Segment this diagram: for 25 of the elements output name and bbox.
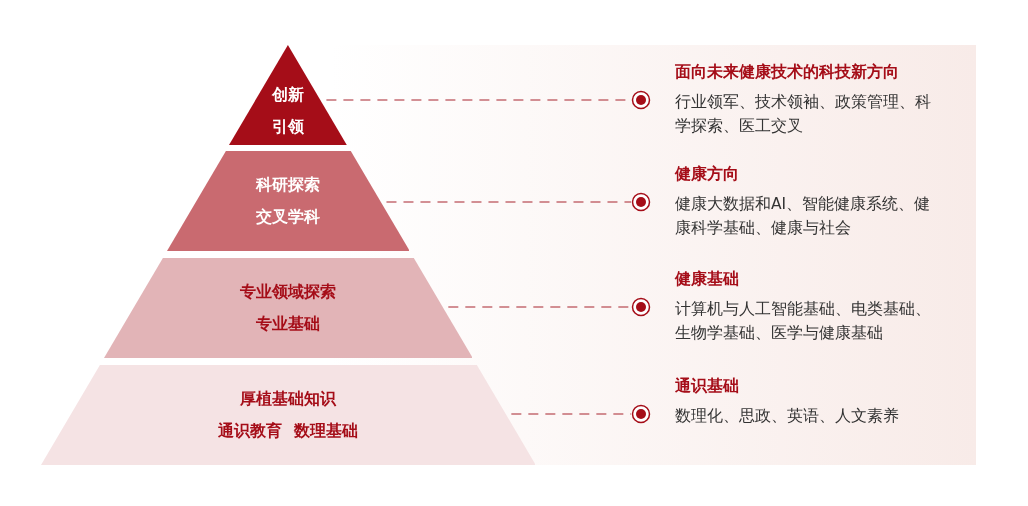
tier-label: 创新 (271, 85, 305, 105)
pyramid-tier (40, 365, 536, 465)
pyramid-tier (229, 45, 347, 145)
tier-label: 专业领域探索 (239, 282, 337, 302)
tier-label: 专业基础 (255, 314, 321, 334)
tier-label: 交叉学科 (255, 207, 321, 227)
target-marker (631, 90, 651, 110)
tier-label: 厚植基础知识 (239, 389, 337, 409)
description-text: 数理化、思政、英语、人文素养 (675, 406, 900, 427)
section-heading: 面向未来健康技术的科技新方向 (675, 62, 899, 83)
leader-line (385, 201, 632, 203)
target-marker (631, 297, 651, 317)
target-marker (631, 192, 651, 212)
pyramid-tier (166, 151, 410, 251)
section-heading: 健康方向 (675, 164, 739, 185)
description-text: 健康大数据和AI、智能健康系统、健康科学基础、健康与社会 (675, 194, 932, 239)
target-marker (631, 404, 651, 424)
description-text: 计算机与人工智能基础、电类基础、生物学基础、医学与健康基础 (675, 299, 932, 344)
tier-label: 科研探索 (255, 175, 321, 195)
pyramid-tier (103, 258, 473, 358)
tier-label: 引领 (271, 117, 305, 137)
tier-label: 通识教育 数理基础 (217, 421, 359, 441)
section-heading: 通识基础 (675, 376, 739, 397)
section-heading: 健康基础 (675, 269, 739, 290)
description-text: 行业领军、技术领袖、政策管理、科学探索、医工交叉 (675, 92, 932, 137)
